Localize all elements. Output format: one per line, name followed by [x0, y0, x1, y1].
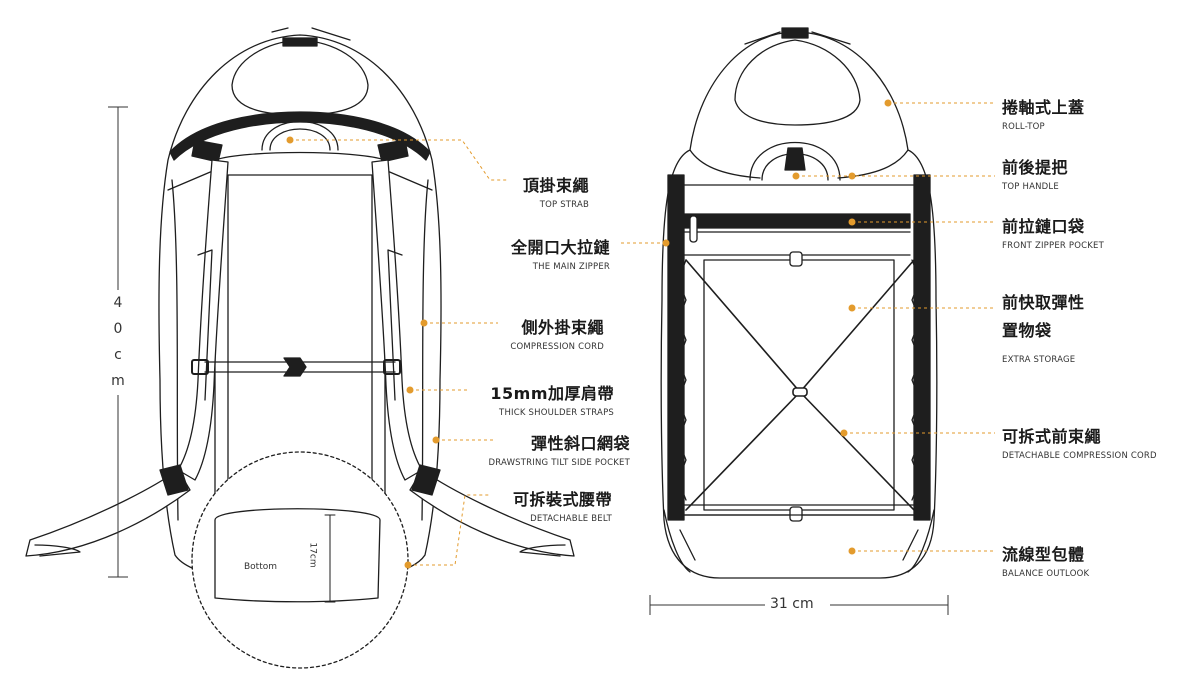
label-zh: 側外掛束繩: [521, 318, 604, 337]
height-char: 4: [113, 295, 123, 311]
label-top-strap: 頂掛束繩 TOP STRAB: [523, 172, 589, 210]
label-zh: 頂掛束繩: [522, 176, 589, 195]
callout-dot: [286, 136, 294, 144]
height-char: c: [114, 347, 122, 363]
bottom-depth-label: 17cm: [307, 542, 318, 568]
label-zh: 前拉鏈口袋: [1002, 217, 1085, 236]
label-front-zipper-pocket: 前拉鏈口袋 FRONT ZIPPER POCKET: [1002, 213, 1104, 251]
label-en: ROLL-TOP: [1002, 122, 1045, 132]
label-zh: 15mm加厚肩帶: [490, 384, 614, 403]
label-en: EXTRA STORAGE: [1002, 355, 1076, 365]
callout-dot: [406, 386, 414, 394]
label-extra-storage: 前快取彈性 置物袋 EXTRA STORAGE: [1002, 289, 1085, 365]
label-en: DETACHABLE BELT: [530, 514, 612, 524]
callout-dot: [848, 218, 856, 226]
bottom-label: Bottom: [244, 562, 278, 572]
label-en: COMPRESSION CORD: [510, 342, 604, 352]
label-roll-top: 捲軸式上蓋 ROLL-TOP: [1002, 94, 1085, 132]
label-zh: 全開口大拉鏈: [510, 238, 610, 257]
label-en: THICK SHOULDER STRAPS: [499, 408, 614, 418]
callout-dot: [792, 172, 800, 180]
height-char: m: [111, 373, 125, 389]
label-detachable-belt: 可拆裝式腰帶 DETACHABLE BELT: [513, 486, 612, 524]
label-zh: 可拆裝式腰帶: [512, 490, 612, 509]
label-zh: 置物袋: [1002, 321, 1052, 340]
callout-dot: [848, 172, 856, 180]
label-en: TOP STRAB: [539, 200, 589, 210]
label-shoulder-straps: 15mm加厚肩帶 THICK SHOULDER STRAPS: [490, 380, 614, 418]
height-char: 0: [113, 321, 123, 337]
callout-dot: [432, 436, 440, 444]
label-zh: 捲軸式上蓋: [1002, 98, 1085, 117]
callout-dot: [848, 547, 856, 555]
label-zh: 流線型包體: [1002, 545, 1085, 564]
width-dimension-label: 31 cm: [770, 596, 814, 612]
callout-dot: [662, 239, 670, 247]
label-zh: 前後提把: [1002, 158, 1069, 177]
label-top-handle: 前後提把 TOP HANDLE: [1002, 154, 1068, 192]
label-main-zipper: 全開口大拉鏈 THE MAIN ZIPPER: [511, 234, 610, 272]
backpack-front-view: [660, 27, 938, 579]
label-en: THE MAIN ZIPPER: [532, 262, 610, 272]
callout-dot: [884, 99, 892, 107]
label-balance-outlook: 流線型包體 BALANCE OUTLOOK: [1002, 541, 1089, 579]
label-en: TOP HANDLE: [1002, 182, 1059, 192]
label-en: DRAWSTRING TILT SIDE POCKET: [488, 458, 630, 468]
height-dimension-label: 4 0 c m: [110, 290, 126, 394]
callout-dot: [848, 304, 856, 312]
label-en: FRONT ZIPPER POCKET: [1002, 241, 1104, 251]
callout-dot: [404, 561, 412, 569]
label-zh: 可拆式前束繩: [1002, 427, 1102, 446]
callout-dot: [420, 319, 428, 327]
label-zh: 前快取彈性: [1002, 293, 1085, 312]
label-compression-cord: 側外掛束繩 COMPRESSION CORD: [510, 314, 604, 352]
label-zh: 彈性斜口網袋: [530, 434, 630, 453]
label-front-compression-cord: 可拆式前束繩 DETACHABLE COMPRESSION CORD: [1002, 423, 1157, 461]
bottom-inset: [191, 451, 409, 669]
label-en: BALANCE OUTLOOK: [1002, 569, 1090, 579]
callout-dot: [840, 429, 848, 437]
label-en: DETACHABLE COMPRESSION CORD: [1002, 451, 1157, 461]
label-side-pocket: 彈性斜口網袋 DRAWSTRING TILT SIDE POCKET: [489, 430, 630, 468]
